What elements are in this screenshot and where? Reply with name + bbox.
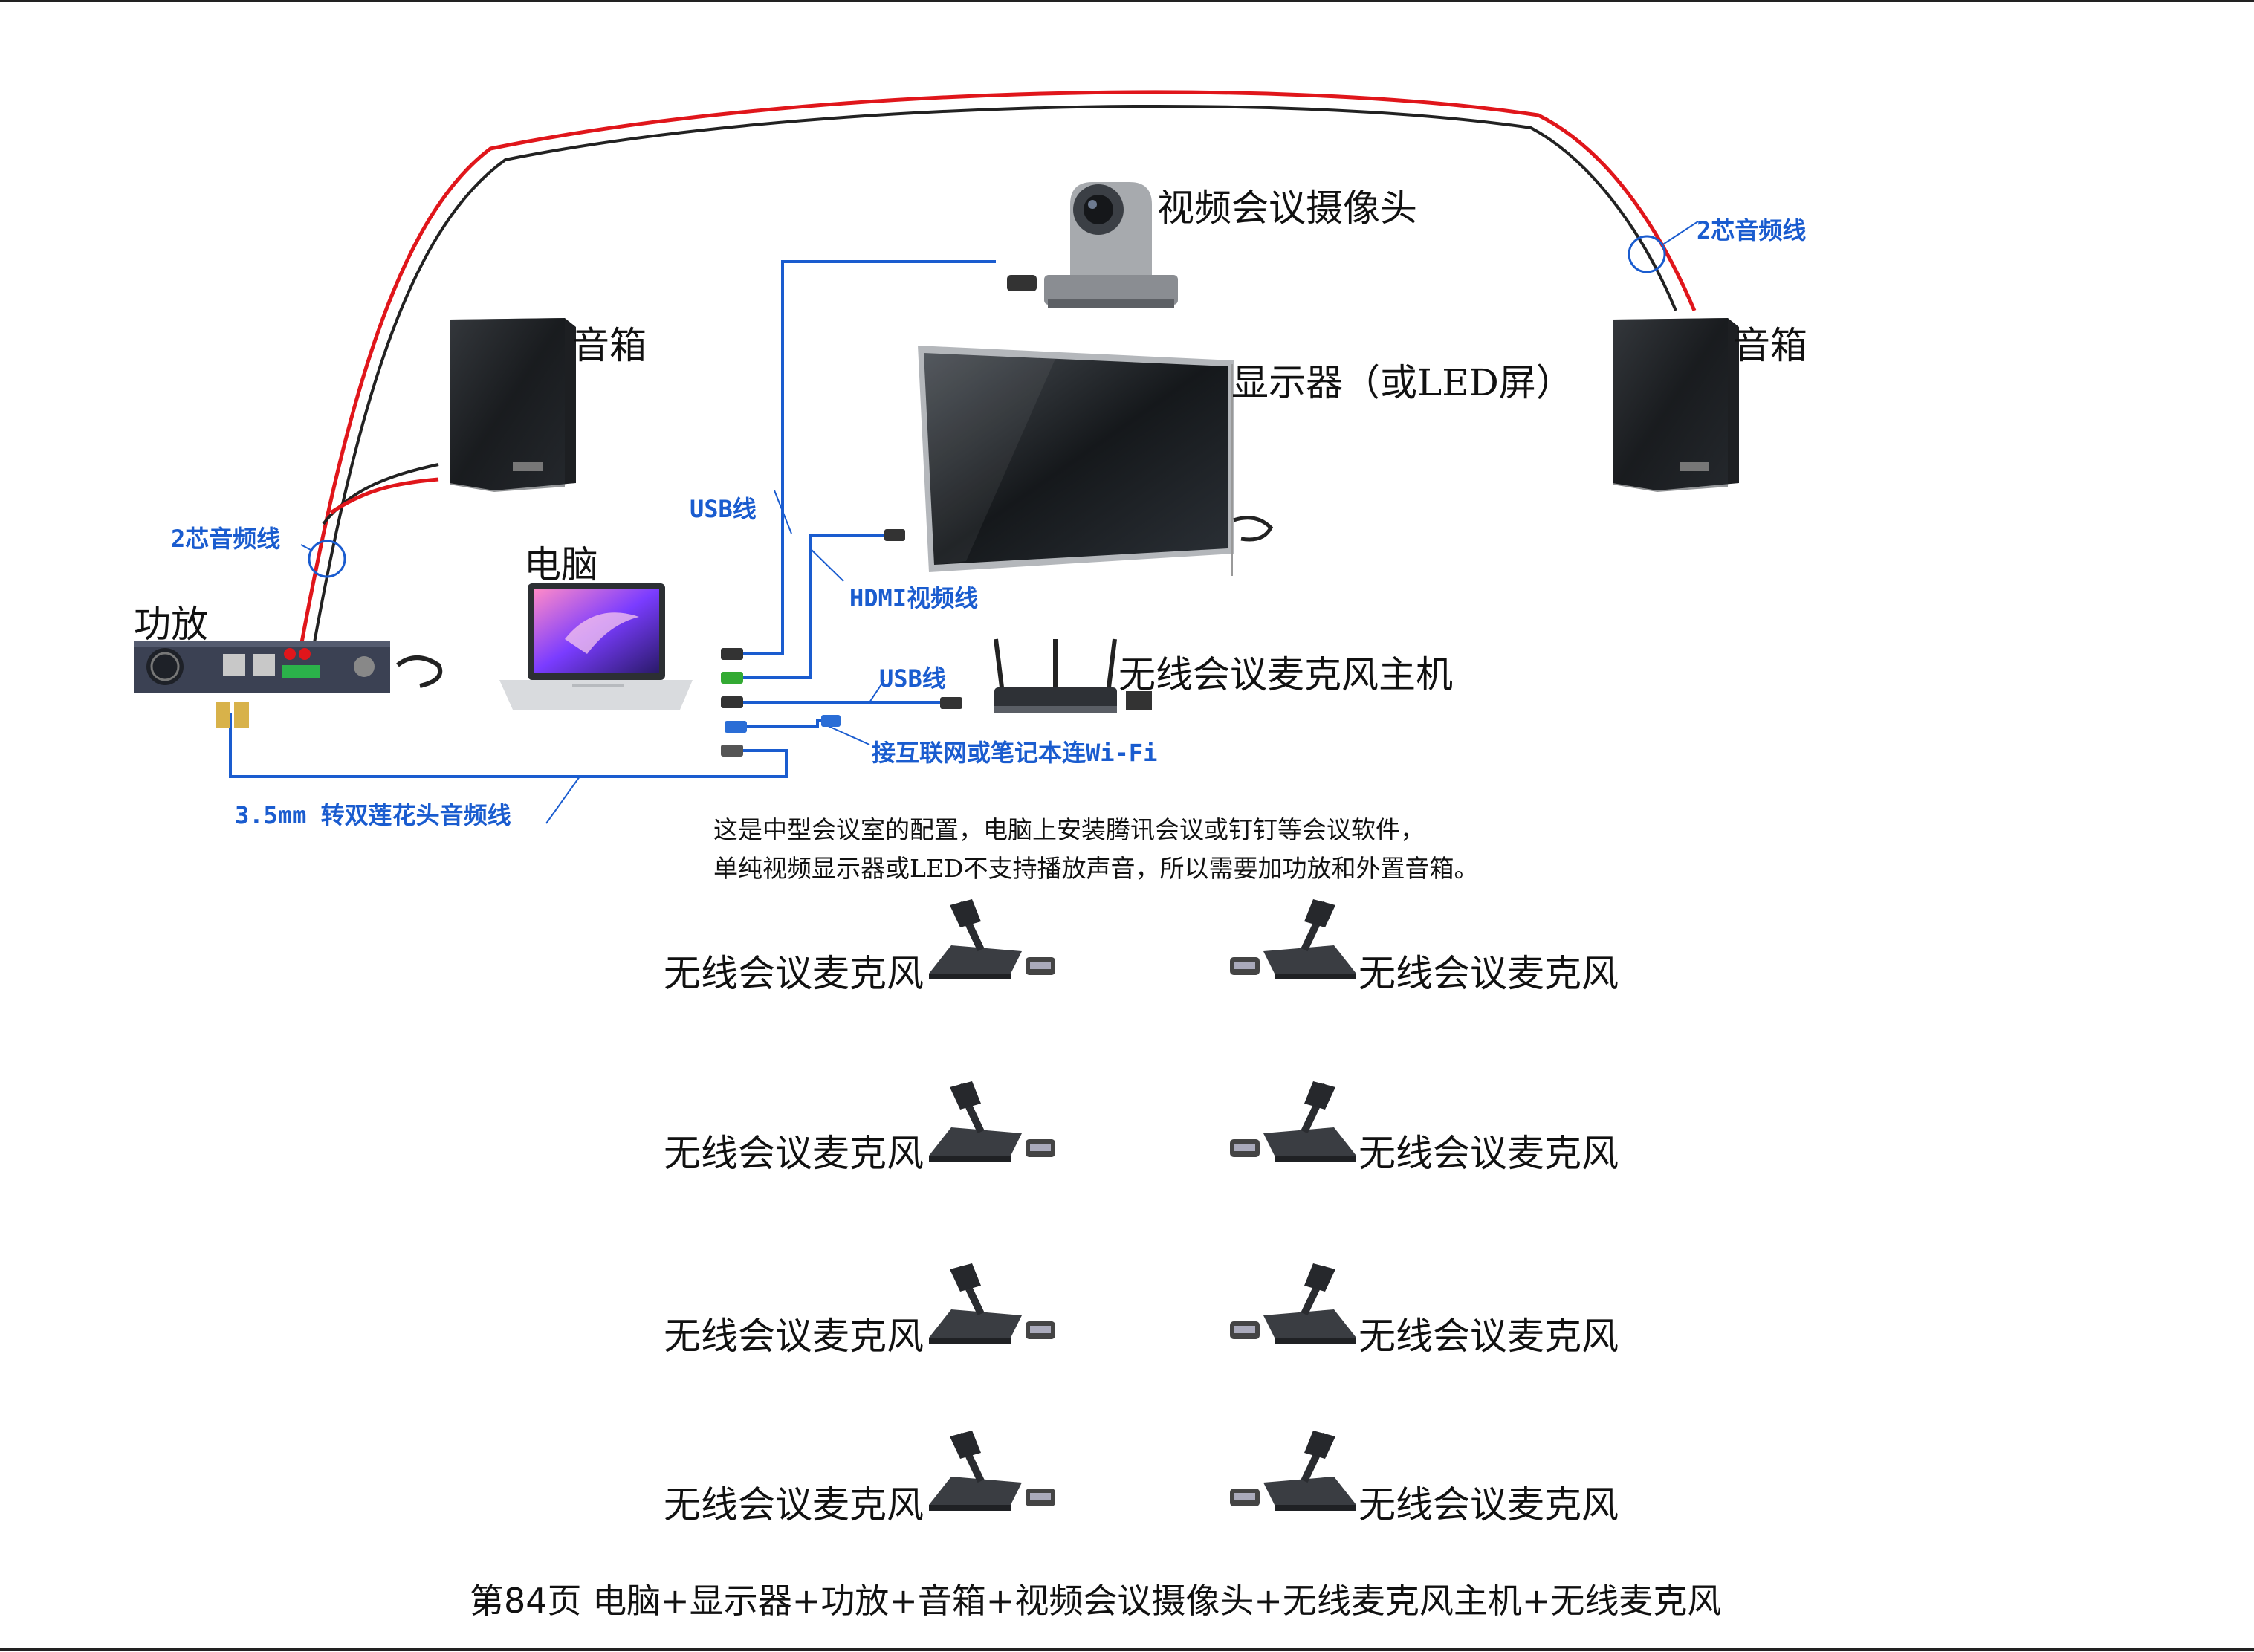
cable-callout-left — [308, 540, 346, 578]
cable-label-audio-left: 2芯音频线 — [171, 525, 281, 553]
laptop-icon — [499, 583, 693, 710]
mic-icon-5 — [929, 1263, 1055, 1344]
cable-label-usb-host: USB线 — [879, 664, 946, 693]
speaker-left-icon — [450, 318, 576, 492]
mic-label-7: 无线会议麦克风 — [664, 1483, 924, 1526]
note-line-2: 单纯视频显示器或LED不支持播放声音，所以需要加功放和外置音箱。 — [713, 854, 1479, 883]
mic-label-1: 无线会议麦克风 — [664, 952, 924, 995]
camera-label: 视频会议摄像头 — [1157, 187, 1417, 230]
cable-label-network: 接互联网或笔记本连Wi-Fi — [872, 739, 1158, 767]
mic-icon-7 — [929, 1431, 1055, 1511]
speaker-right-label: 音箱 — [1733, 324, 1807, 367]
speaker-left-label: 音箱 — [572, 324, 647, 367]
mic-icons — [929, 899, 1356, 1511]
leader-network — [824, 724, 870, 745]
leader-usb-host — [869, 679, 885, 703]
laptop-connectors — [721, 529, 962, 757]
cable-label-usb-camera: USB线 — [690, 495, 757, 523]
mic-icon-8 — [1230, 1431, 1356, 1511]
speaker-left-cable-red — [329, 477, 439, 515]
mic-host-icon — [994, 638, 1152, 713]
leader-hdmi — [809, 548, 844, 582]
leader-rca — [545, 776, 580, 824]
mic-label-8: 无线会议麦克风 — [1358, 1483, 1619, 1526]
mic-icon-2 — [1230, 899, 1356, 979]
amplifier-label: 功放 — [134, 603, 208, 646]
leader-usb-camera — [774, 490, 792, 534]
amplifier-icon — [134, 641, 443, 728]
mic-label-5: 无线会议麦克风 — [664, 1315, 924, 1358]
page-footer: 第84页 电脑+显示器+功放+音箱+视频会议摄像头+无线麦克风主机+无线麦克风 — [470, 1581, 1722, 1621]
mic-icon-3 — [929, 1081, 1055, 1162]
bottom-border — [0, 1648, 2254, 1651]
mic-label-3: 无线会议麦克风 — [664, 1132, 924, 1175]
cable-label-audio-right: 2芯音频线 — [1697, 216, 1807, 244]
display-label: 显示器（或LED屏） — [1231, 361, 1573, 404]
top-border — [0, 0, 2254, 2]
note-line-1: 这是中型会议室的配置，电脑上安装腾讯会议或钉钉等会议软件， — [713, 815, 1425, 844]
callout-leader-right — [1661, 221, 1699, 246]
speaker-cable-black — [312, 104, 1677, 647]
mic-label-2: 无线会议麦克风 — [1358, 952, 1619, 995]
mic-icon-6 — [1230, 1263, 1356, 1344]
cable-label-hdmi: HDMI视频线 — [849, 584, 979, 612]
mic-label-4: 无线会议麦克风 — [1358, 1132, 1619, 1175]
cable-callout-right — [1628, 235, 1666, 273]
speaker-cable-red — [299, 90, 1697, 647]
cable-label-rca: 3.5mm 转双莲花头音频线 — [235, 801, 511, 829]
mic-icon-4 — [1230, 1081, 1356, 1162]
camera-icon — [1007, 182, 1178, 308]
mic-icon-1 — [929, 899, 1055, 979]
callout-leader-left — [300, 544, 311, 551]
computer-label: 电脑 — [524, 543, 598, 586]
mic-host-label: 无线会议麦克风主机 — [1118, 653, 1453, 696]
speaker-right-icon — [1613, 318, 1739, 492]
display-icon — [918, 346, 1274, 576]
mic-label-6: 无线会议麦克风 — [1358, 1315, 1619, 1358]
